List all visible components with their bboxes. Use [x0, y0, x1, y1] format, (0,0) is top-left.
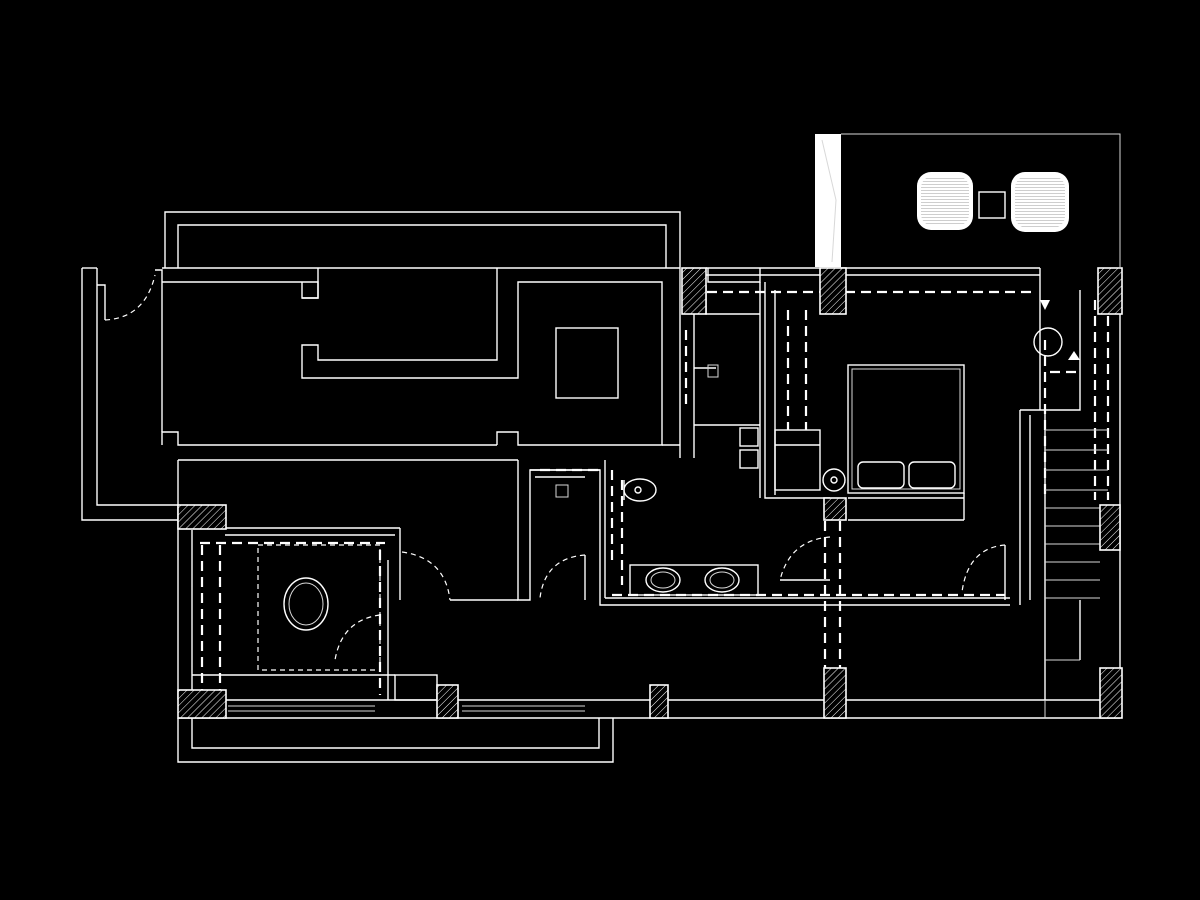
bathroom: [517, 460, 1010, 670]
staircase: [1019, 268, 1121, 700]
toilet: [623, 478, 657, 502]
pillow-right: [908, 461, 956, 489]
sink-right: [704, 567, 740, 593]
fireplace: [555, 327, 619, 399]
outdoor-chair-left: [917, 172, 973, 230]
outdoor-side-table: [978, 191, 1006, 219]
left-wing: [81, 211, 695, 521]
sink-left: [645, 567, 681, 593]
lower-balcony: [177, 718, 614, 763]
lower-balcony-inner: [191, 718, 600, 749]
step-block: [394, 674, 438, 701]
left-exterior-wall-inner: [96, 268, 178, 506]
bathtub-area: [257, 544, 381, 671]
room-door-swing: [334, 614, 381, 661]
bedside-lamp: [822, 468, 846, 492]
shower-symbol: [535, 476, 585, 498]
freestanding-bathtub: [283, 577, 329, 631]
terrace: [815, 133, 1121, 267]
room-door-swing-2: [401, 551, 451, 601]
bedroom-door-swing-2: [779, 536, 831, 581]
wardrobe: [774, 429, 821, 491]
closet-unit-upper: [739, 427, 759, 447]
bath-door-swing: [539, 554, 586, 599]
lower-left-room: [177, 505, 518, 701]
double-bed: [847, 364, 965, 494]
closet-unit-lower: [739, 449, 759, 469]
upper-balcony-inner: [177, 224, 667, 268]
stair-treads: [1045, 429, 1108, 661]
pillow-left: [857, 461, 905, 489]
bed-inner: [851, 368, 961, 490]
columns: [177, 267, 1123, 719]
stair-newel: [1033, 327, 1063, 357]
upper-balcony: [164, 211, 681, 268]
bedroom-door-swing: [961, 544, 1006, 593]
bottom-walls: [177, 699, 1120, 763]
entry-door-swing: [104, 274, 156, 321]
bedroom: [706, 267, 1040, 600]
living-south-wall: [161, 431, 497, 446]
left-exterior-wall: [81, 268, 178, 521]
terrace-edge: [821, 139, 837, 263]
sink-symbol: [694, 364, 719, 378]
terrace-wall: [815, 134, 841, 267]
outdoor-chair-right: [1011, 172, 1069, 232]
terrace-outline: [841, 133, 1121, 267]
